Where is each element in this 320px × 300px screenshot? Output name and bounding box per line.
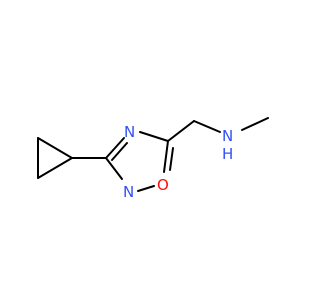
bond-c5-o: [163, 140, 169, 173]
bond-o-n-bottom: [137, 185, 155, 192]
atom-h-amine: H: [222, 145, 233, 163]
bond-cyclopropyl-1: [37, 137, 73, 159]
bond-c3-n-top-double: [111, 142, 128, 161]
bond-c5-o-double: [169, 147, 174, 171]
bond-c3-n-top: [105, 137, 125, 159]
bond-c5-ch2: [167, 120, 195, 142]
atom-n-amine: N: [222, 127, 233, 145]
atom-o-ring: O: [157, 176, 169, 194]
bond-layer: [37, 117, 269, 192]
bond-nh-ch3: [241, 117, 269, 131]
bond-ch2-nh: [193, 120, 221, 133]
atom-n-ring-top: N: [124, 123, 135, 141]
bond-cyclopropyl-2: [37, 157, 73, 179]
molecule-structure: N N O N H: [37, 117, 269, 201]
atom-n-ring-bottom: N: [123, 183, 134, 201]
bond-n-top-c5: [139, 131, 169, 142]
atom-layer: N N O N H: [123, 123, 233, 201]
bond-n-bottom-c3: [105, 157, 123, 180]
